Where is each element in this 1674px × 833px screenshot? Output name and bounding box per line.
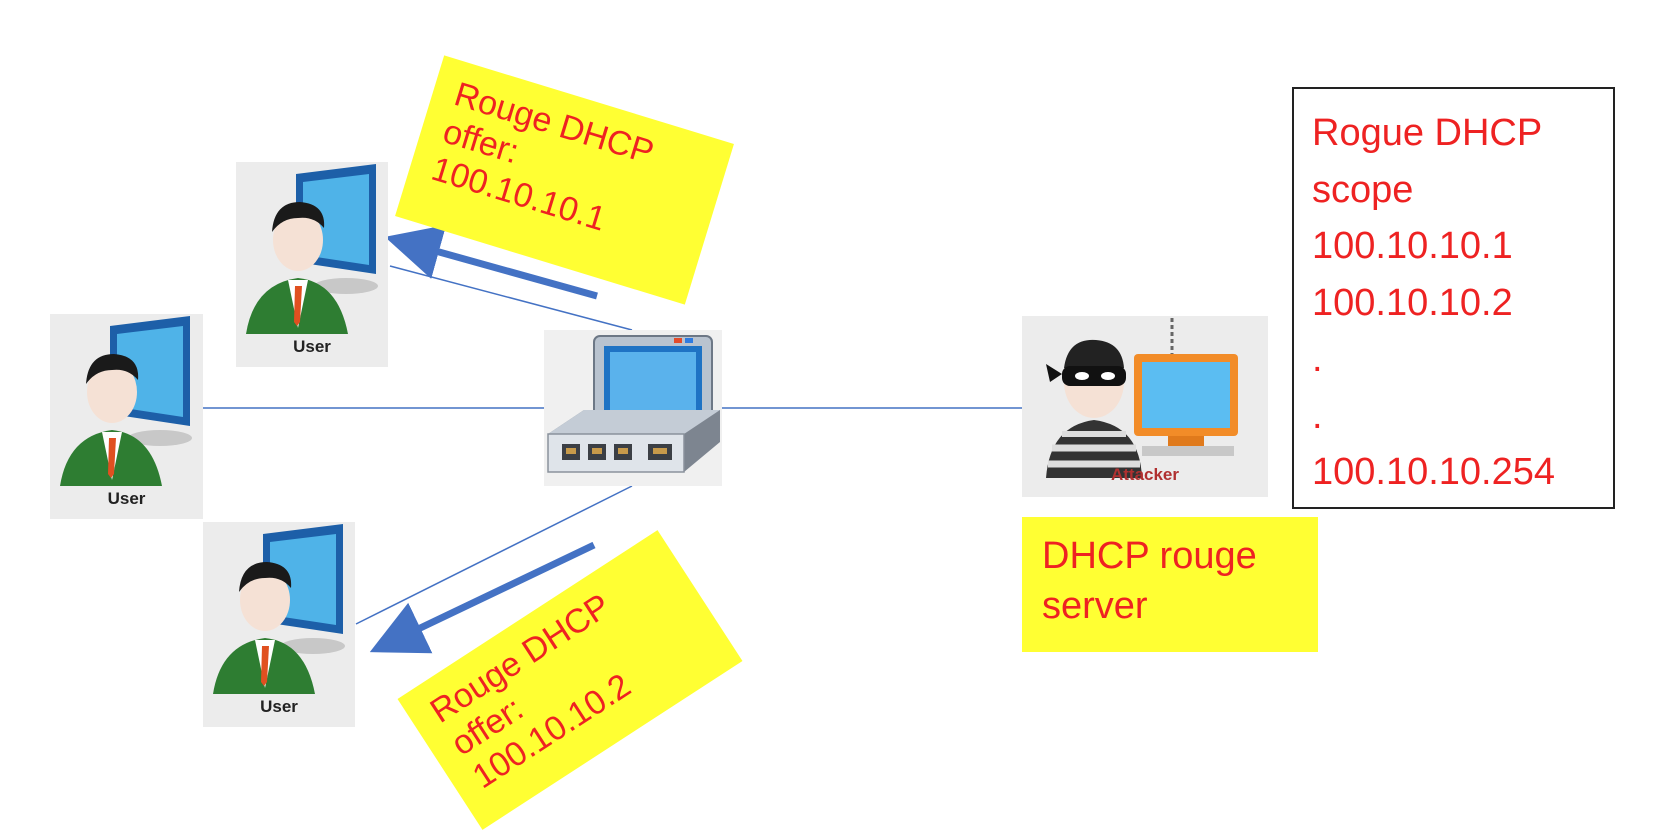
scope-line: . xyxy=(1312,338,1323,380)
user-at-monitor-icon xyxy=(246,164,378,334)
scope-line: scope xyxy=(1312,168,1414,211)
masked-attacker-icon xyxy=(1046,318,1238,478)
user-top: User xyxy=(236,162,388,367)
user-middle-caption: User xyxy=(107,489,146,508)
note-line: DHCP rouge xyxy=(1042,535,1257,577)
offer-arrow-top xyxy=(384,224,598,300)
user-middle: User xyxy=(50,314,203,519)
offer-arrow-bottom xyxy=(369,541,596,654)
user-bottom-caption: User xyxy=(260,697,298,716)
note-line: server xyxy=(1042,585,1148,627)
scope-line: Rogue DHCP xyxy=(1312,112,1543,154)
user-at-monitor-icon xyxy=(213,524,345,694)
rogue-server-note: DHCP rouge server xyxy=(1022,517,1318,652)
user-top-caption: User xyxy=(293,337,331,356)
scope-line: . xyxy=(1312,394,1323,437)
network-switch xyxy=(544,330,722,486)
network-switch-icon xyxy=(547,335,720,473)
attacker-caption: Attacker xyxy=(1110,465,1180,484)
scope-line: 100.10.10.1 xyxy=(1312,225,1513,267)
user-at-monitor-icon xyxy=(60,316,192,486)
scope-line: 100.10.10.2 xyxy=(1312,281,1513,324)
rogue-dhcp-scope-box: Rogue DHCP scope 100.10.10.1 100.10.10.2… xyxy=(1292,87,1615,509)
user-bottom: User xyxy=(203,522,355,727)
scope-line: 100.10.10.254 xyxy=(1312,451,1556,493)
link-switch-to-bottom-user xyxy=(355,485,633,625)
attacker: Attacker xyxy=(1022,316,1268,497)
